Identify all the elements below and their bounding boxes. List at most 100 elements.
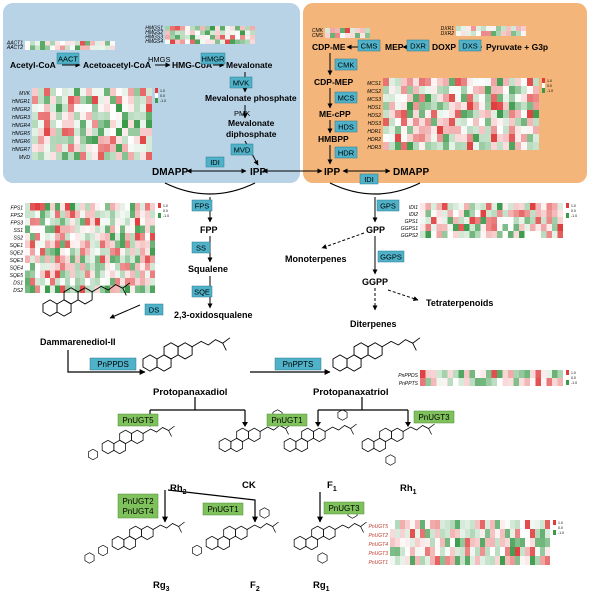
- legend-value: 1.0: [571, 204, 576, 208]
- heatmap-cell: [92, 104, 98, 112]
- heatmap-cell: [340, 28, 345, 33]
- heatmap-cell: [395, 78, 401, 86]
- enzyme-box-sqe: [191, 285, 213, 298]
- heatmap-cell: [200, 39, 205, 44]
- heatmap-cell: [145, 203, 150, 211]
- heatmap-cell: [25, 203, 30, 211]
- heatmap-cell: [389, 102, 395, 110]
- heatmap-row-label: SQE3: [10, 258, 24, 264]
- heatmap-cell: [475, 538, 480, 547]
- heatmap-cell: [476, 26, 481, 31]
- heatmap-cell: [95, 210, 100, 218]
- side-chain: [334, 521, 367, 533]
- heatmap-cell: [383, 126, 389, 134]
- heatmap-cell: [100, 45, 105, 50]
- heatmap-cell: [520, 529, 525, 538]
- heatmap-cell: [497, 370, 503, 378]
- heatmap-cell: [425, 118, 431, 126]
- heatmap-cell: [473, 102, 479, 110]
- heatmap-cell: [500, 556, 505, 565]
- heatmap-cell: [445, 520, 450, 529]
- heatmap-cell: [485, 126, 491, 134]
- heatmap-cell: [345, 33, 350, 38]
- heatmap-cell: [74, 144, 80, 152]
- ring: [391, 427, 404, 443]
- heatmap-cell: [115, 255, 120, 263]
- heatmap-cell: [541, 370, 547, 378]
- legend-swatch: [566, 370, 569, 375]
- heatmap-cell: [345, 28, 350, 33]
- heatmap-cell: [486, 224, 492, 231]
- heatmap-cell: [200, 26, 205, 31]
- heatmap-cell: [431, 231, 437, 238]
- heatmap-cell: [40, 225, 45, 233]
- heatmap-cell: [80, 128, 86, 136]
- heatmap-cell: [120, 278, 125, 286]
- heatmap-cell: [395, 547, 400, 556]
- heatmap-cell: [80, 263, 85, 271]
- heatmap-cell: [513, 378, 519, 386]
- heatmap-cell: [383, 118, 389, 126]
- enzyme-box-pnppts: [274, 357, 322, 371]
- heatmap-cell: [458, 203, 464, 210]
- heatmap-cell: [30, 41, 35, 46]
- heatmap-cell: [520, 556, 525, 565]
- heatmap-cell: [455, 78, 461, 86]
- heatmap-cell: [35, 233, 40, 241]
- heatmap-cell: [70, 263, 75, 271]
- heatmap-cell: [68, 152, 74, 160]
- metabolite-tetraterpenoids: Tetraterpenoids: [426, 298, 493, 308]
- heatmap-cell: [146, 136, 152, 144]
- legend-value: 0.0: [571, 376, 576, 380]
- heatmap-cell: [134, 96, 140, 104]
- heatmap-cell: [105, 255, 110, 263]
- heatmap-cell: [45, 41, 50, 46]
- heatmap-cell: [185, 30, 190, 35]
- heatmap-cell: [431, 134, 437, 142]
- heatmap-cell: [419, 86, 425, 94]
- heatmap-cell: [485, 102, 491, 110]
- heatmap-cell: [500, 520, 505, 529]
- heatmap-cell: [55, 263, 60, 271]
- heatmap-cell: [456, 26, 461, 31]
- heatmap-cell: [110, 144, 116, 152]
- heatmap-cell: [50, 112, 56, 120]
- metabolite-mevalonate-diphosphate-line1: Mevalonate: [228, 118, 275, 128]
- heatmap-cell: [35, 270, 40, 278]
- heatmap-cell: [461, 26, 466, 31]
- heatmap-cell: [104, 88, 110, 96]
- heatmap-cell: [435, 538, 440, 547]
- sugar-ring: [88, 448, 98, 461]
- legend-swatch: [553, 530, 556, 535]
- heatmap-cell: [533, 78, 539, 86]
- heatmap-cell: [515, 110, 521, 118]
- heatmap-cell: [447, 224, 453, 231]
- heatmap-cell: [383, 102, 389, 110]
- heatmap-cell: [473, 94, 479, 102]
- heatmap-cell: [128, 128, 134, 136]
- heatmap-cell: [104, 96, 110, 104]
- ginsenoside-rh2: Rh2: [170, 483, 187, 496]
- heatmap-cell: [445, 538, 450, 547]
- heatmap-cell: [405, 556, 410, 565]
- heatmap-cell: [50, 152, 56, 160]
- heatmap-cell: [215, 30, 220, 35]
- heatmap-cell: [128, 152, 134, 160]
- heatmap-cell: [395, 102, 401, 110]
- heatmap-cell: [519, 231, 525, 238]
- heatmap-cell: [74, 104, 80, 112]
- heatmap-cell: [62, 96, 68, 104]
- heatmap-cell: [552, 224, 558, 231]
- structure-f1: [283, 409, 357, 453]
- heatmap-cell: [395, 556, 400, 565]
- heatmap-cell: [56, 128, 62, 136]
- heatmap-cell: [135, 240, 140, 248]
- heatmap-cell: [458, 217, 464, 224]
- heatmap-cell: [360, 33, 365, 38]
- heatmap-cell: [55, 255, 60, 263]
- heatmap-cell: [116, 96, 122, 104]
- heatmap-cell: [150, 218, 155, 226]
- heatmap-cell: [45, 203, 50, 211]
- heatmap-cell: [140, 278, 145, 286]
- heatmap-cell: [140, 218, 145, 226]
